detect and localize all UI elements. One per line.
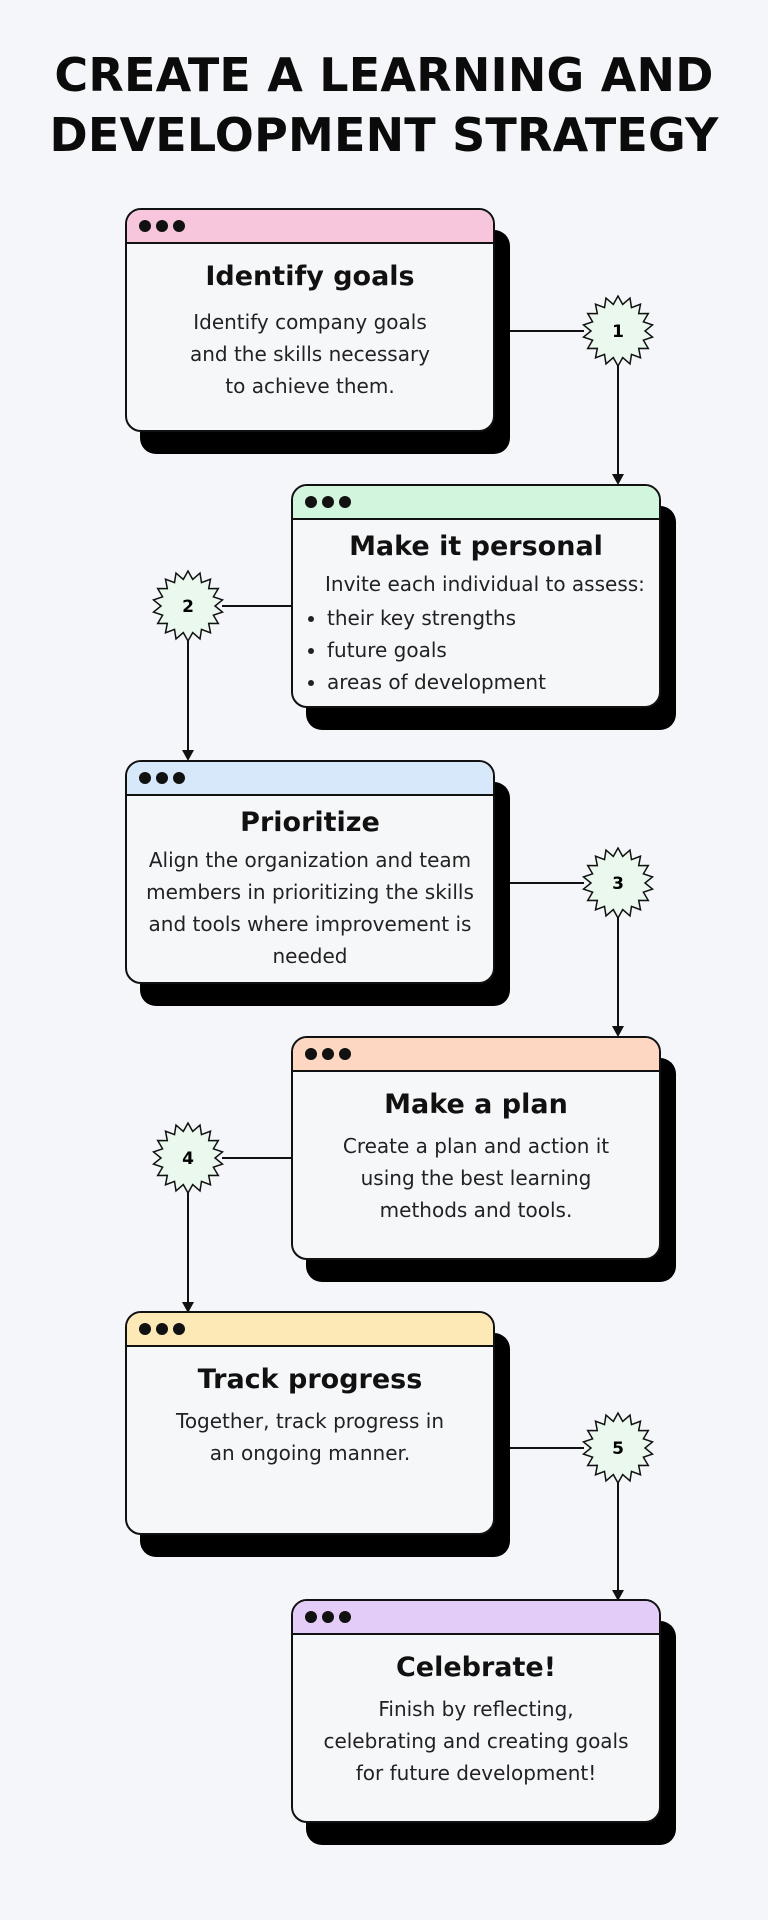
step-description: Identify company goals and the skills ne… bbox=[145, 306, 475, 402]
title-line-2: DEVELOPMENT STRATEGY bbox=[49, 108, 719, 162]
card-header bbox=[127, 210, 493, 244]
arrowhead-2 bbox=[182, 750, 194, 761]
text-line: Identify company goals bbox=[193, 310, 427, 334]
arrowhead-1 bbox=[612, 474, 624, 485]
starburst-icon bbox=[151, 1121, 225, 1195]
arrowhead-3 bbox=[612, 1026, 624, 1037]
text-line: Create a plan and action it bbox=[342, 1134, 610, 1158]
window-dots-icon bbox=[305, 496, 351, 508]
step-title: Prioritize bbox=[240, 807, 380, 838]
step-badge-5: 5 bbox=[581, 1411, 655, 1485]
step-bullet-list: their key strengths future goals areas o… bbox=[293, 602, 659, 698]
step-number: 2 bbox=[182, 597, 194, 617]
text-line: Together, track progress in bbox=[176, 1409, 444, 1433]
text-line: an ongoing manner. bbox=[209, 1441, 411, 1465]
list-item: areas of development bbox=[327, 666, 659, 698]
card-body: Prioritize Align the organization and te… bbox=[125, 760, 495, 984]
step-card-3: Prioritize Align the organization and te… bbox=[125, 760, 510, 1006]
step-number: 4 bbox=[182, 1149, 194, 1169]
arrowhead-4 bbox=[182, 1302, 194, 1313]
step-card-4: Make a plan Create a plan and action it … bbox=[291, 1036, 676, 1282]
step-title: Track progress bbox=[197, 1364, 423, 1395]
step-badge-1: 1 bbox=[581, 294, 655, 368]
window-dots-icon bbox=[305, 1048, 351, 1060]
window-dots-icon bbox=[139, 772, 185, 784]
starburst-icon bbox=[581, 294, 655, 368]
text-line: for future development! bbox=[355, 1761, 597, 1785]
card-body: Make it personal Invite each individual … bbox=[291, 484, 661, 708]
starburst-icon bbox=[151, 569, 225, 643]
text-line: Finish by reflecting, bbox=[378, 1697, 574, 1721]
step-title: Make it personal bbox=[349, 531, 603, 562]
card-body: Identify goals Identify company goals an… bbox=[125, 208, 495, 432]
step-card-1: Identify goals Identify company goals an… bbox=[125, 208, 510, 454]
window-dots-icon bbox=[139, 1323, 185, 1335]
step-number: 1 bbox=[612, 322, 624, 342]
step-description: Finish by reflecting, celebrating and cr… bbox=[311, 1693, 641, 1789]
step-card-5: Track progress Together, track progress … bbox=[125, 1311, 510, 1557]
step-description: Align the organization and team members … bbox=[135, 844, 485, 972]
text-line: members in prioritizing the skills bbox=[146, 880, 474, 904]
arrowhead-5 bbox=[612, 1590, 624, 1601]
card-body: Track progress Together, track progress … bbox=[125, 1311, 495, 1535]
starburst-icon bbox=[581, 846, 655, 920]
step-number: 3 bbox=[612, 874, 624, 894]
step-intro: Invite each individual to assess: bbox=[325, 572, 645, 596]
title-line-1: CREATE A LEARNING AND bbox=[54, 48, 714, 102]
list-item: future goals bbox=[327, 634, 659, 666]
card-header bbox=[293, 1038, 659, 1072]
text-line: celebrating and creating goals bbox=[323, 1729, 629, 1753]
text-line: and the skills necessary bbox=[189, 342, 431, 366]
text-line: Align the organization and team bbox=[148, 848, 472, 872]
starburst-icon bbox=[581, 1411, 655, 1485]
card-header bbox=[127, 1313, 493, 1347]
card-body: Celebrate! Finish by reflecting, celebra… bbox=[291, 1599, 661, 1823]
step-description: Create a plan and action it using the be… bbox=[311, 1130, 641, 1226]
text-line: methods and tools. bbox=[379, 1198, 573, 1222]
step-title: Make a plan bbox=[384, 1089, 568, 1120]
step-title: Identify goals bbox=[205, 261, 415, 292]
step-badge-2: 2 bbox=[151, 569, 225, 643]
step-badge-4: 4 bbox=[151, 1121, 225, 1195]
list-item: their key strengths bbox=[327, 602, 659, 634]
step-card-6: Celebrate! Finish by reflecting, celebra… bbox=[291, 1599, 676, 1845]
text-line: using the best learning bbox=[360, 1166, 592, 1190]
card-header bbox=[293, 1601, 659, 1635]
text-line: needed bbox=[272, 944, 348, 968]
card-body: Make a plan Create a plan and action it … bbox=[291, 1036, 661, 1260]
text-line: to achieve them. bbox=[225, 374, 395, 398]
window-dots-icon bbox=[139, 220, 185, 232]
text-line: and tools where improvement is bbox=[148, 912, 472, 936]
card-header bbox=[127, 762, 493, 796]
window-dots-icon bbox=[305, 1611, 351, 1623]
page-title: CREATE A LEARNING AND DEVELOPMENT STRATE… bbox=[0, 45, 768, 165]
step-title: Celebrate! bbox=[395, 1652, 557, 1683]
card-header bbox=[293, 486, 659, 520]
step-card-2: Make it personal Invite each individual … bbox=[291, 484, 676, 730]
step-description: Together, track progress in an ongoing m… bbox=[145, 1405, 475, 1469]
step-badge-3: 3 bbox=[581, 846, 655, 920]
step-number: 5 bbox=[612, 1439, 624, 1459]
